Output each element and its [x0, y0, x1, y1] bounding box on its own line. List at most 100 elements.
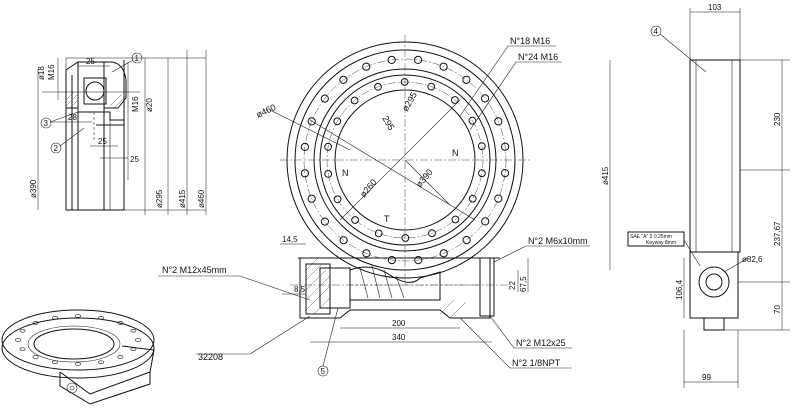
outer-bolt-hole: [300, 142, 309, 151]
callout-1-8npt: N°2 1/8NPT: [512, 358, 561, 368]
dim-d20: ø20: [145, 98, 154, 112]
side-dim-d82-6: ø82,6: [742, 255, 763, 264]
worm-dim-22: 22: [508, 281, 517, 290]
balloon-3-label: 3: [44, 119, 49, 128]
inner-bolt-hole: [401, 234, 410, 242]
callout-24-m16: N°24 M16: [518, 52, 558, 62]
isometric-hole: [75, 362, 81, 366]
outer-bolt-hole: [300, 169, 309, 178]
callout-m12x25: N°2 M12x25: [516, 338, 566, 348]
side-dim-103: 103: [708, 3, 722, 12]
worm-dim-340: 340: [392, 333, 406, 342]
inner-bolt-hole: [324, 142, 333, 151]
callout-m12x45: N°2 M12x45mm: [162, 265, 227, 275]
outer-bolt-hole: [320, 94, 329, 103]
side-dim-237-67: 237,67: [773, 221, 782, 246]
inner-bolt-hole: [351, 216, 360, 224]
worm-dim-8-5: 8,5: [294, 285, 306, 294]
dim-m16-side: M16: [131, 96, 140, 112]
balloon-1-label: 1: [135, 54, 140, 63]
balloon-3: [40, 117, 52, 129]
callout-18-m16: N°18 M16: [510, 36, 550, 46]
balloon-4-label: 4: [654, 27, 659, 36]
front-d390: ø390: [414, 167, 435, 189]
outer-bolt-hole: [414, 256, 423, 265]
outer-bolt-hole: [339, 75, 348, 85]
inner-bolt-hole: [468, 194, 477, 203]
outer-bolt-hole: [462, 236, 471, 245]
dim-d390-left: ø390: [29, 179, 38, 198]
side-label-sae: SAE "A" 2 0.25mm: [630, 234, 672, 240]
isometric-hole: [117, 355, 124, 359]
isometric-hole: [117, 321, 124, 325]
outer-bolt-hole: [387, 55, 396, 65]
front-d295: ø295: [400, 90, 419, 113]
inner-bolt-hole: [374, 82, 382, 91]
isometric-hole: [32, 321, 39, 325]
front-295: 295: [380, 114, 396, 132]
outer-bolt-hole: [362, 62, 371, 71]
balloon-1: [131, 52, 143, 64]
callout-m6x10: N°2 M6x10mm: [528, 236, 588, 246]
side-dim-70: 70: [773, 305, 782, 314]
outer-bolt-hole: [339, 236, 348, 245]
outer-bolt-hole: [362, 249, 371, 258]
inner-bolt-hole: [350, 96, 359, 105]
outer-bolt-hole: [307, 117, 316, 126]
outer-bolt-hole: [494, 117, 503, 126]
isometric-hole: [52, 360, 58, 364]
side-dim-106-4: 106,4: [675, 279, 684, 300]
front-letter-n-right: N: [452, 148, 459, 158]
isometric-hole: [19, 347, 26, 351]
dim-25-mid: 25: [98, 137, 107, 146]
outer-bolt-hole: [462, 75, 471, 84]
dim-25-top: 25: [86, 57, 95, 66]
worm-dim-14-5: 14,5: [282, 235, 298, 244]
callout-32208: 32208: [198, 352, 223, 362]
inner-bolt-hole: [477, 142, 486, 151]
isometric-hole: [130, 347, 137, 351]
inner-bolt-hole: [468, 116, 477, 125]
outer-bolt-hole: [307, 194, 316, 203]
inner-bolt-holes: [324, 78, 486, 242]
inner-bolt-hole: [333, 117, 342, 126]
isometric-hole: [98, 316, 104, 320]
section-view: ø18 M16 ø390 M16 ø20 ø295 ø415 ø460 25 2…: [29, 50, 207, 215]
outer-bolt-hole: [501, 142, 510, 151]
isometric-hole: [32, 355, 39, 359]
dim-m16-top: M16: [47, 64, 56, 80]
isometric-hole: [75, 314, 81, 318]
worm-dim-67-5: 67,5: [519, 276, 528, 292]
outer-bolt-hole: [481, 94, 490, 103]
balloon-5: [317, 365, 329, 377]
outer-bolt-hole: [439, 62, 448, 71]
side-dim-d415: ø415: [601, 166, 610, 185]
isometric-view: [1, 309, 155, 405]
outer-bolt-hole: [494, 194, 503, 203]
inner-bolt-hole: [451, 215, 460, 224]
worm-dim-200: 200: [392, 319, 406, 328]
isometric-hole: [130, 329, 137, 333]
dim-d295: ø295: [155, 189, 164, 208]
front-view: ø460 295 ø295 ø260 ø390 N N T N°18 M16 N…: [255, 35, 562, 285]
side-view: SAE "A" 2 0.25mm Keyway 8mm 4 103 230 ø4…: [601, 3, 790, 388]
isometric-hole: [98, 360, 104, 364]
side-dim-230: 230: [773, 112, 782, 126]
outer-bolt-hole: [481, 217, 490, 226]
isometric-hole: [52, 316, 58, 320]
balloon-4: [650, 25, 662, 37]
inner-bolt-hole: [400, 78, 409, 86]
dim-d415: ø415: [178, 189, 187, 208]
outer-bolt-hole: [501, 169, 510, 178]
side-label-keyway: Keyway 8mm: [646, 240, 676, 246]
dim-28: 28: [68, 113, 77, 122]
inner-bolt-hole: [333, 195, 342, 204]
inner-bolt-hole: [324, 170, 333, 178]
dim-d18: ø18: [37, 66, 46, 80]
isometric-hole: [19, 329, 26, 333]
balloon-5-label: 5: [321, 367, 326, 376]
outer-bolt-hole: [414, 55, 423, 65]
inner-bolt-hole: [428, 229, 436, 238]
